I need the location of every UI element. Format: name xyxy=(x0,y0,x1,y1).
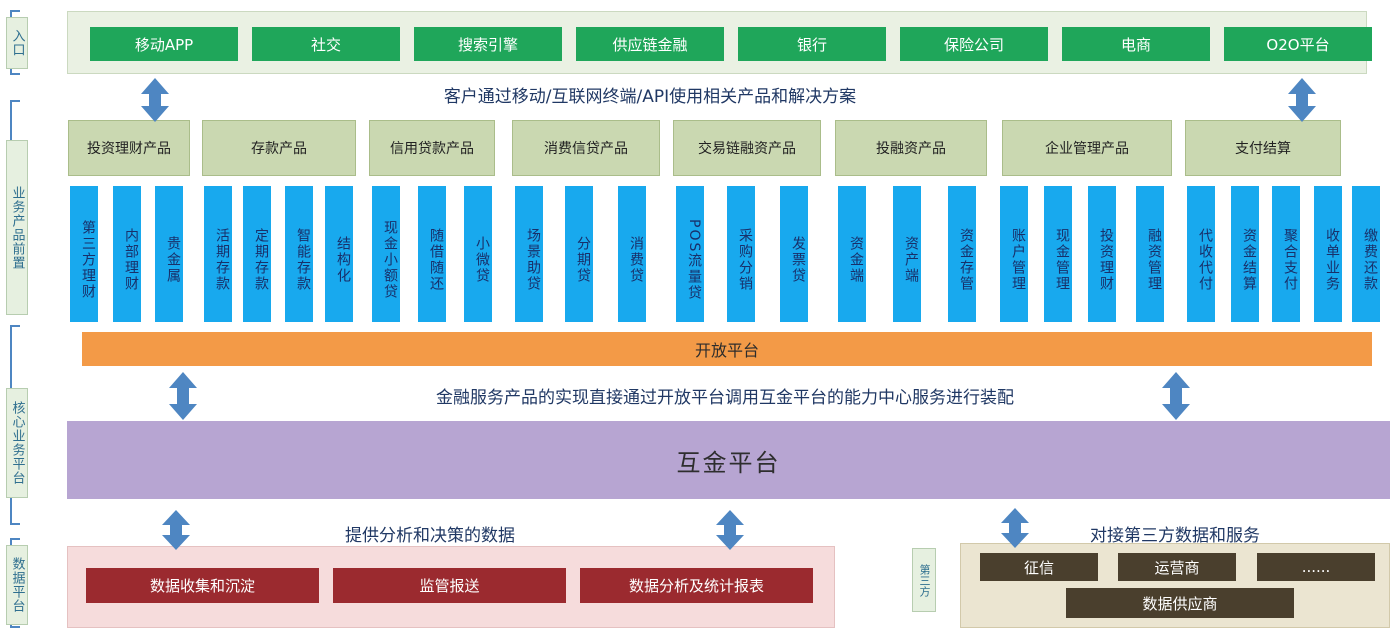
product-item: 投资理财 xyxy=(1088,186,1116,322)
product-item: 现金管理 xyxy=(1044,186,1072,322)
layer-label-entry: 入口 xyxy=(6,17,28,69)
entry-item-insurance: 保险公司 xyxy=(900,27,1048,61)
product-group-title: 存款产品 xyxy=(202,120,356,176)
product-item: 随借随还 xyxy=(418,186,446,322)
product-item: 采购分销 xyxy=(727,186,755,322)
third-item-more: ...... xyxy=(1257,553,1375,581)
product-item: 缴费还款 xyxy=(1352,186,1380,322)
product-group-title: 企业管理产品 xyxy=(1002,120,1172,176)
layer-label-core: 核心业务平台 xyxy=(6,388,28,498)
entry-item-mobile-app: 移动APP xyxy=(90,27,238,61)
arrow-data-right-icon xyxy=(716,510,744,550)
product-item: 资金端 xyxy=(838,186,866,322)
arrow-core-left-icon xyxy=(169,372,197,420)
arrow-core-right-icon xyxy=(1162,372,1190,420)
product-item: 定期存款 xyxy=(243,186,271,322)
open-platform-bar: 开放平台 xyxy=(82,332,1372,366)
data-item-collect: 数据收集和沉淀 xyxy=(86,568,319,603)
product-item: POS流量贷 xyxy=(676,186,704,322)
product-item: 资金结算 xyxy=(1231,186,1259,322)
product-item: 场景助贷 xyxy=(515,186,543,322)
product-group-title: 信用贷款产品 xyxy=(369,120,495,176)
entry-item-search-engine: 搜索引擎 xyxy=(414,27,562,61)
product-group-title: 投资理财产品 xyxy=(68,120,190,176)
product-group-title: 消费信贷产品 xyxy=(512,120,660,176)
product-item: 活期存款 xyxy=(204,186,232,322)
arrow-entry-left-icon xyxy=(141,78,169,122)
arrow-entry-right-icon xyxy=(1288,78,1316,122)
product-item: 贵金属 xyxy=(155,186,183,322)
entry-item-social: 社交 xyxy=(252,27,400,61)
entry-item-o2o-platform: O2O平台 xyxy=(1224,27,1372,61)
product-group-title: 支付结算 xyxy=(1185,120,1341,176)
product-item: 收单业务 xyxy=(1314,186,1342,322)
product-item: 聚合支付 xyxy=(1272,186,1300,322)
product-group-title: 投融资产品 xyxy=(835,120,987,176)
product-item: 结构化 xyxy=(325,186,353,322)
product-item: 融资管理 xyxy=(1136,186,1164,322)
arrow-data-left-icon xyxy=(162,510,190,550)
product-item: 资金存管 xyxy=(948,186,976,322)
data-item-analysis: 数据分析及统计报表 xyxy=(580,568,813,603)
third-item-carrier: 运营商 xyxy=(1118,553,1236,581)
layer-label-data: 数据平台 xyxy=(6,545,28,625)
product-item: 第三方理财 xyxy=(70,186,98,322)
data-item-regulatory: 监管报送 xyxy=(333,568,566,603)
caption-third: 对接第三方数据和服务 xyxy=(1090,525,1260,546)
arrow-third-party-icon xyxy=(1001,508,1029,548)
third-item-credit: 征信 xyxy=(980,553,1098,581)
product-item: 小微贷 xyxy=(464,186,492,322)
product-group-title: 交易链融资产品 xyxy=(673,120,821,176)
third-item-data-supplier: 数据供应商 xyxy=(1066,588,1294,618)
third-party-tag: 第三方 xyxy=(912,548,936,612)
product-item: 资产端 xyxy=(893,186,921,322)
product-item: 内部理财 xyxy=(113,186,141,322)
caption-top: 客户通过移动/互联网终端/API使用相关产品和解决方案 xyxy=(443,86,857,107)
product-item: 智能存款 xyxy=(285,186,313,322)
entry-item-bank: 银行 xyxy=(738,27,886,61)
entry-item-ecommerce: 电商 xyxy=(1062,27,1210,61)
product-item: 代收代付 xyxy=(1187,186,1215,322)
product-item: 分期贷 xyxy=(565,186,593,322)
caption-mid: 金融服务产品的实现直接通过开放平台调用互金平台的能力中心服务进行装配 xyxy=(436,387,1014,408)
layer-label-front: 业务产品前置 xyxy=(6,140,28,315)
product-item: 消费贷 xyxy=(618,186,646,322)
entry-item-supply-chain-finance: 供应链金融 xyxy=(576,27,724,61)
product-item: 发票贷 xyxy=(780,186,808,322)
core-platform-bar: 互金平台 xyxy=(67,421,1390,499)
caption-data: 提供分析和决策的数据 xyxy=(345,525,515,546)
product-item: 现金小额贷 xyxy=(372,186,400,322)
product-item: 账户管理 xyxy=(1000,186,1028,322)
